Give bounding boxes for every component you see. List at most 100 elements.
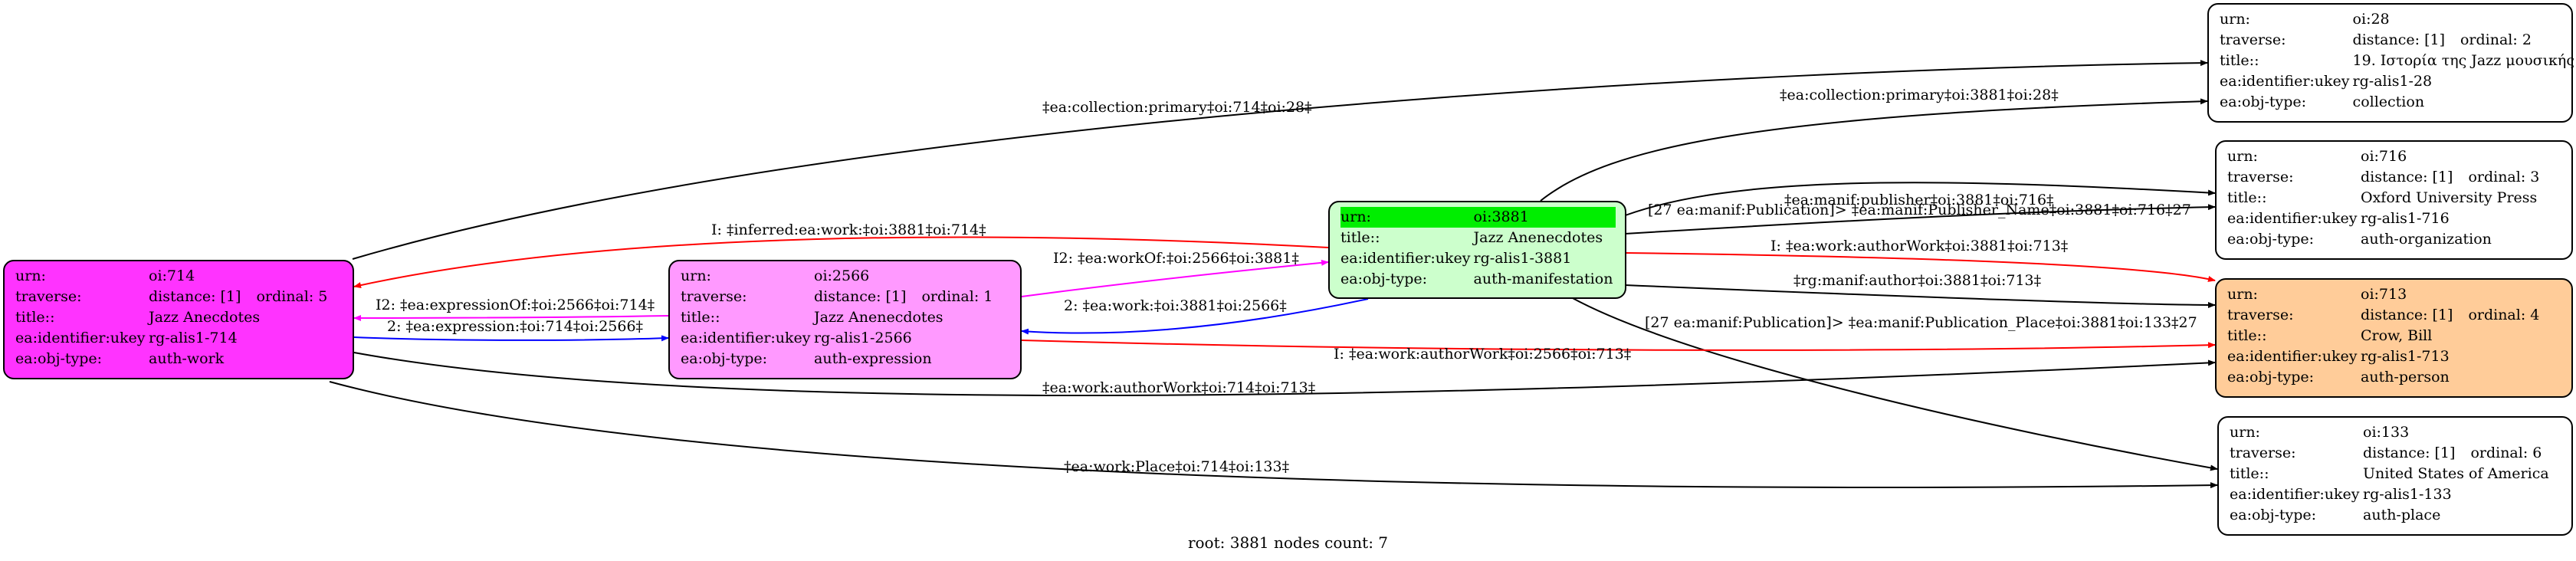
objtype-key: ea:obj-type: xyxy=(2227,369,2315,385)
ordinal-value: ordinal: 1 xyxy=(921,288,993,305)
edge-3881-133 xyxy=(1570,297,2218,471)
edge-3881-716-a xyxy=(1616,182,2216,219)
edge-label-714-133: ‡ea:work:Place‡oi:714‡oi:133‡ xyxy=(1064,458,1289,475)
urn-value: oi:713 xyxy=(2361,286,2407,303)
ukey-value: rg-alis1-713 xyxy=(2361,348,2450,365)
urn-value: oi:716 xyxy=(2361,148,2407,165)
title-key: title:: xyxy=(2227,327,2267,344)
ukey-key: ea:identifier:ukey xyxy=(2227,348,2358,365)
title-value: Jazz Anenecdotes xyxy=(1473,229,1603,246)
traverse-key: traverse: xyxy=(2227,169,2294,185)
objtype-key: ea:obj-type: xyxy=(2220,94,2307,110)
ordinal-value: ordinal: 6 xyxy=(2470,445,2542,461)
title-key: title:: xyxy=(2220,52,2259,69)
urn-key: urn: xyxy=(1341,207,1474,228)
traverse-key: traverse: xyxy=(681,288,747,305)
node-oi-714[interactable]: urn: oi:714 traverse: distance: [1] ordinal… xyxy=(3,260,354,379)
objtype-key: ea:obj-type: xyxy=(1341,271,1428,287)
urn-value: oi:3881 xyxy=(1473,207,1616,228)
objtype-value: auth-manifestation xyxy=(1473,271,1613,287)
edge-label-714-2566: 2: ‡ea:expression:‡oi:714‡oi:2566‡ xyxy=(387,318,643,335)
graph-footer: root: 3881 nodes count: 7 xyxy=(1187,533,1389,552)
edge-3881-28 xyxy=(1540,98,2208,202)
ordinal-value: ordinal: 4 xyxy=(2468,307,2540,323)
objtype-value: auth-expression xyxy=(814,350,932,367)
urn-key: urn: xyxy=(2220,11,2250,28)
distance-value: distance: [1] xyxy=(149,288,241,305)
objtype-value: auth-person xyxy=(2361,369,2450,385)
objtype-value: collection xyxy=(2352,94,2425,110)
edge-3881-2566 xyxy=(1021,298,1369,335)
edge-3881-716-b xyxy=(1624,204,2216,235)
edge-label-3881-716-a: [27 ea:manif:Publication]> ‡ea:manif:Pub… xyxy=(1648,202,2191,218)
objtype-value: auth-work xyxy=(149,350,225,367)
edge-label-3881-28: ‡ea:collection:primary‡oi:3881‡oi:28‡ xyxy=(1780,87,2059,103)
title-key: title:: xyxy=(2230,465,2269,482)
node-oi-133[interactable]: urn:oi:133 traverse:distance: [1]ordinal… xyxy=(2217,416,2573,536)
ordinal-value: ordinal: 2 xyxy=(2460,31,2532,48)
ukey-value: rg-alis1-3881 xyxy=(1473,250,1572,267)
distance-value: distance: [1] xyxy=(2363,445,2456,461)
edge-3881-713-b xyxy=(1624,284,2216,308)
title-value: Crow, Bill xyxy=(2361,327,2433,344)
edge-label-3881-714: I: ‡inferred:ea:work:‡oi:3881‡oi:714‡ xyxy=(711,221,986,238)
node-oi-2566[interactable]: urn: oi:2566 traverse: distance: [1] ordina… xyxy=(668,260,1022,379)
urn-key: urn: xyxy=(2230,424,2260,441)
urn-key: urn: xyxy=(681,267,711,284)
urn-key: urn: xyxy=(2227,286,2258,303)
ukey-value: rg-alis1-28 xyxy=(2352,73,2433,90)
urn-value: oi:28 xyxy=(2352,11,2390,28)
objtype-value: auth-organization xyxy=(2361,231,2492,248)
edge-2566-713 xyxy=(1021,340,2216,351)
edge-2566-714 xyxy=(353,314,669,321)
urn-key: urn: xyxy=(15,267,46,284)
traverse-key: traverse: xyxy=(2220,31,2286,48)
ukey-value: rg-alis1-133 xyxy=(2363,486,2452,503)
distance-value: distance: [1] xyxy=(2361,307,2453,323)
title-key: title:: xyxy=(1341,229,1380,246)
edge-label-3881-2566: 2: ‡ea:work:‡oi:3881‡oi:2566‡ xyxy=(1064,297,1287,314)
ukey-key: ea:identifier:ukey xyxy=(1341,250,1471,267)
urn-value: oi:2566 xyxy=(814,267,870,284)
title-value: Jazz Anecdotes xyxy=(149,309,261,326)
node-oi-713[interactable]: urn: oi:713 traverse: distance: [1] ordinal… xyxy=(2215,278,2573,398)
title-key: title:: xyxy=(15,309,55,326)
ukey-key: ea:identifier:ukey xyxy=(2227,210,2358,227)
traverse-key: traverse: xyxy=(2227,307,2294,323)
objtype-value: auth-place xyxy=(2363,507,2441,523)
ordinal-value: ordinal: 5 xyxy=(256,288,328,305)
edge-label-714-28: ‡ea:collection:primary‡oi:714‡oi:28‡ xyxy=(1042,99,1312,116)
distance-value: distance: [1] xyxy=(2361,169,2453,185)
edge-714-133 xyxy=(329,381,2218,489)
urn-value: oi:714 xyxy=(149,267,195,284)
objtype-key: ea:obj-type: xyxy=(2227,231,2315,248)
distance-value: distance: [1] xyxy=(2352,31,2445,48)
title-value: Oxford University Press xyxy=(2361,189,2538,206)
ukey-key: ea:identifier:ukey xyxy=(15,330,146,346)
edge-label-714-713: ‡ea:work:authorWork‡oi:714‡oi:713‡ xyxy=(1042,379,1315,396)
edge-3881-714 xyxy=(353,236,1329,288)
edge-2566-3881 xyxy=(1021,259,1329,297)
edge-label-2566-3881: I2: ‡ea:workOf:‡oi:2566‡oi:3881‡ xyxy=(1053,250,1299,267)
title-value: 19. Ιστορία της Jazz μουσικής xyxy=(2352,52,2574,69)
title-key: title:: xyxy=(681,309,720,326)
edge-label-3881-713-b: ‡rg:manif:author‡oi:3881‡oi:713‡ xyxy=(1793,272,2041,289)
urn-key: urn: xyxy=(2227,148,2258,165)
edge-714-2566 xyxy=(353,335,669,342)
traverse-key: traverse: xyxy=(15,288,82,305)
title-value: United States of America xyxy=(2363,465,2549,482)
edge-label-3881-713-a: I: ‡ea:work:authorWork‡oi:3881‡oi:713‡ xyxy=(1770,238,2068,254)
ukey-value: rg-alis1-716 xyxy=(2361,210,2450,227)
node-oi-28[interactable]: urn: oi:28 traverse: distance: [1] ordinal:… xyxy=(2207,3,2574,123)
objtype-key: ea:obj-type: xyxy=(2230,507,2317,523)
ukey-key: ea:identifier:ukey xyxy=(2230,486,2360,503)
edge-label-3881-716-b: ‡ea:manif:publisher‡oi:3881‡oi:716‡ xyxy=(1784,192,2054,208)
edge-label-2566-713: I: ‡ea:work:authorWork‡oi:2566‡oi:713‡ xyxy=(1334,346,1631,363)
node-oi-3881-root[interactable]: urn:oi:3881 title::Jazz Anenecdotes ea:i… xyxy=(1328,201,1626,299)
ordinal-value: ordinal: 3 xyxy=(2468,169,2540,185)
distance-value: distance: [1] xyxy=(814,288,907,305)
edge-714-713 xyxy=(353,352,2216,396)
node-oi-716[interactable]: urn: oi:716 traverse: distance: [1] ordinal… xyxy=(2215,140,2573,260)
objtype-key: ea:obj-type: xyxy=(681,350,768,367)
